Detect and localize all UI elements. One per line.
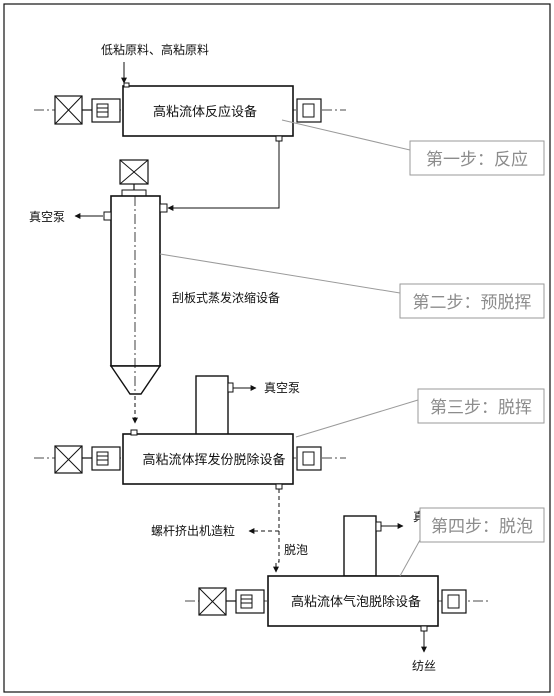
bearing-icon: [296, 98, 322, 123]
step-3-label: 第三步：脱挥: [430, 398, 532, 418]
gearbox-icon: [91, 98, 121, 123]
motor-icon: [54, 95, 83, 125]
motor-icon: [54, 445, 83, 474]
step-callout-1: 第一步：反应: [281, 119, 545, 176]
evaporator-unit: 刮板式蒸发浓缩设备: [103, 159, 280, 395]
step-1-label: 第一步：反应: [426, 150, 528, 170]
step-callout-4: 第四步：脱泡: [399, 507, 545, 577]
pelletizer-label: 螺杆挤出机造粒: [151, 523, 235, 538]
reactor-body: [122, 85, 294, 137]
vacuum-pump-label-1: 真空泵: [29, 210, 65, 224]
defoam-label: 高粘流体气泡脱除设备: [291, 594, 421, 610]
evaporator-label: 刮板式蒸发浓缩设备: [172, 290, 280, 305]
defoam-short-label: 脱泡: [284, 542, 308, 557]
devol-label: 高粘流体挥发份脱除设备: [142, 452, 285, 468]
step-4-label: 第四步：脱泡: [431, 517, 533, 537]
reactor-unit: 高粘流体反应设备: [34, 82, 346, 142]
devol-vapor-dome: [195, 375, 229, 437]
gearbox-icon: [235, 589, 265, 614]
defoam-unit: 高粘流体气泡脱除设备: [185, 515, 490, 632]
gearbox-icon: [91, 446, 121, 471]
motor-icon: [198, 587, 227, 616]
defoam-vapor-dome: [343, 515, 377, 577]
reactor-to-evaporator-line: [167, 141, 280, 211]
step-2-label: 第二步：预脱挥: [413, 293, 532, 313]
defoam-body: [267, 575, 439, 627]
reactor-label: 高粘流体反应设备: [153, 104, 257, 120]
evaporator-body: [110, 195, 161, 367]
step-callout-2: 第二步：预脱挥: [159, 253, 545, 319]
bearing-icon: [296, 446, 322, 471]
devol-body: [122, 433, 294, 485]
devol-to-defoam-line: [273, 531, 280, 573]
step-callout-3: 第三步：脱挥: [295, 388, 545, 438]
bearing-icon: [441, 589, 467, 614]
spinning-label: 纺丝: [412, 659, 436, 673]
raw-material-label: 低粘原料、高粘原料: [101, 42, 209, 57]
vacuum-pump-label-2: 真空泵: [264, 381, 300, 395]
motor-icon: [119, 159, 149, 185]
evaporator-cone: [109, 365, 162, 395]
devol-unit: 高粘流体挥发份脱除设备: [34, 375, 346, 490]
diagram-border: [3, 3, 551, 693]
